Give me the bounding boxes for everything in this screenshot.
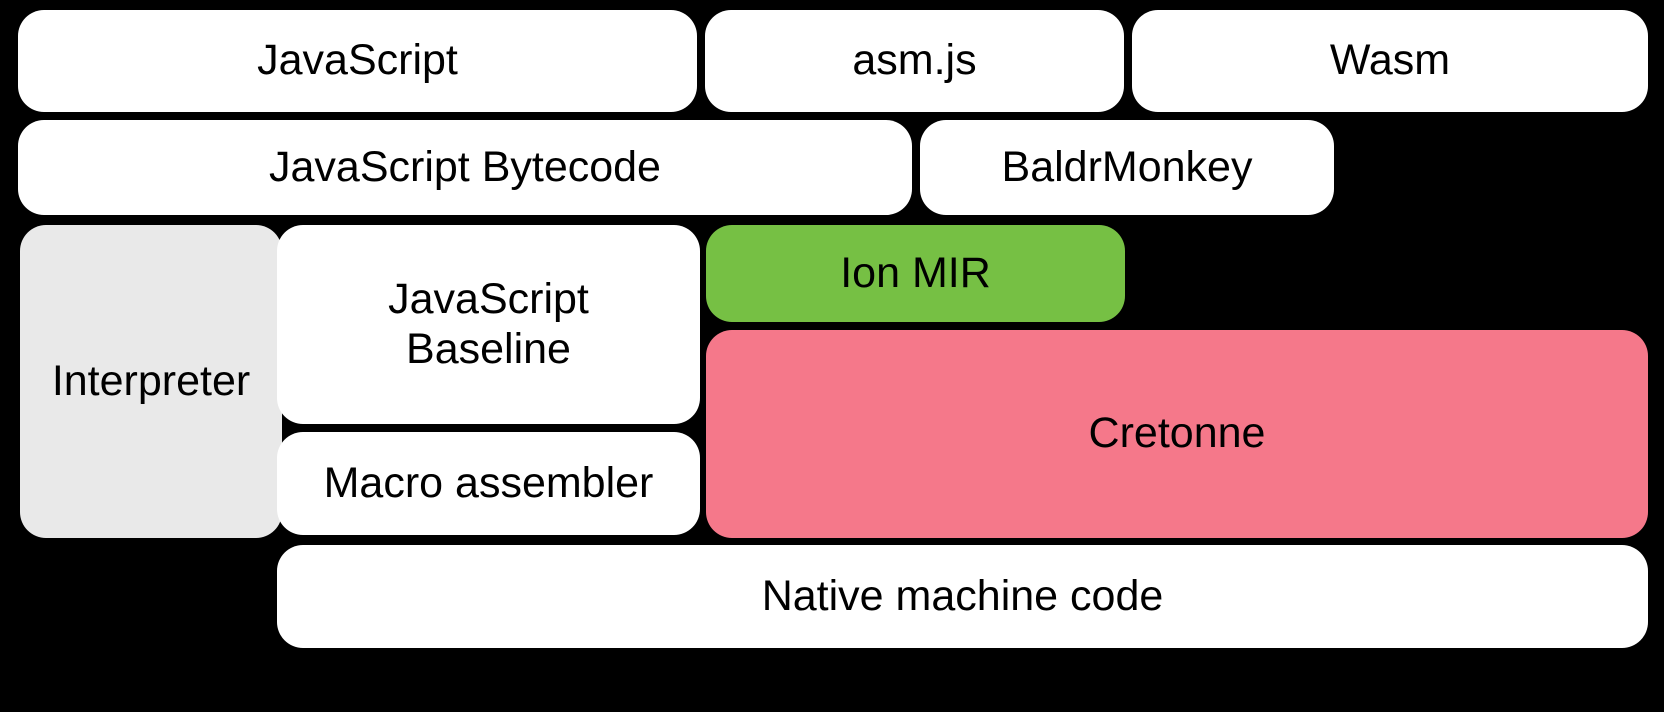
node-javascript[interactable]: JavaScript	[18, 10, 697, 112]
node-baldrmonkey[interactable]: BaldrMonkey	[920, 120, 1334, 215]
node-javascript-baseline[interactable]: JavaScript Baseline	[277, 225, 700, 424]
node-javascript-bytecode[interactable]: JavaScript Bytecode	[18, 120, 912, 215]
node-ion-mir[interactable]: Ion MIR	[706, 225, 1125, 322]
node-native-machine-code[interactable]: Native machine code	[277, 545, 1648, 648]
node-cretonne[interactable]: Cretonne	[706, 330, 1648, 538]
node-macro-assembler[interactable]: Macro assembler	[277, 432, 700, 535]
node-asmjs[interactable]: asm.js	[705, 10, 1124, 112]
node-wasm[interactable]: Wasm	[1132, 10, 1648, 112]
node-interpreter[interactable]: Interpreter	[20, 225, 282, 538]
